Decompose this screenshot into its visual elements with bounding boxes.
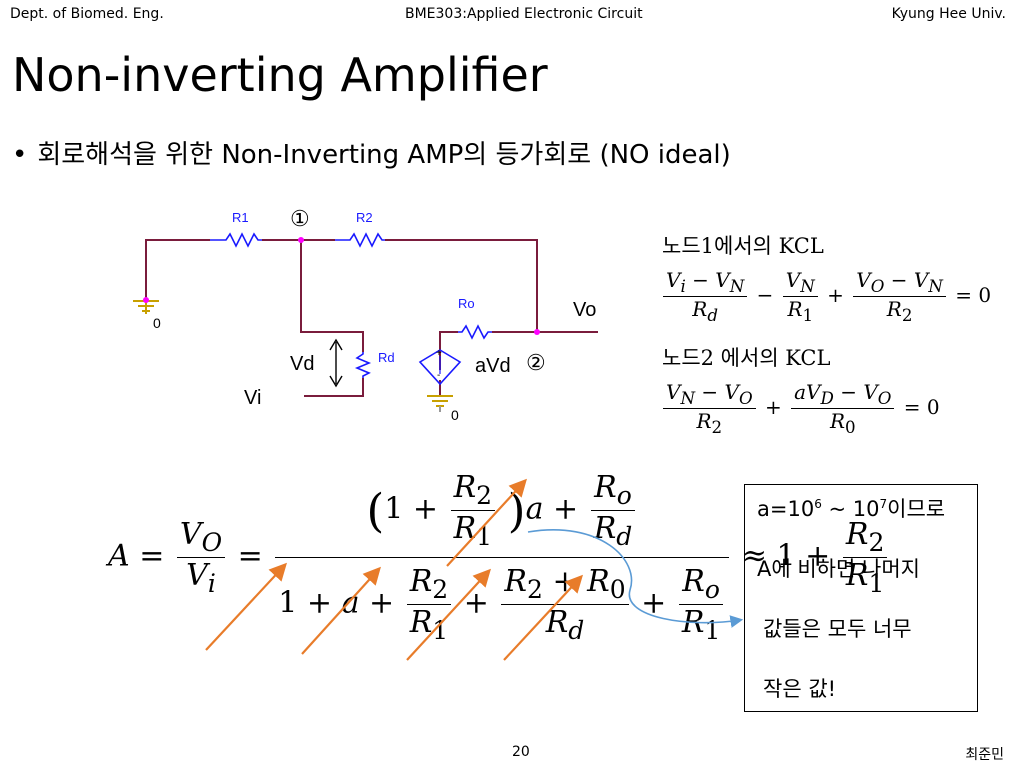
bullet-text: 회로해석을 위한 Non-Inverting AMP의 등가회로 (NO ide… <box>37 140 731 170</box>
circuit-wires <box>145 239 598 397</box>
source-plus: + <box>436 348 442 359</box>
resistor-r2 <box>335 232 385 248</box>
note-line-1: a=106 ~ 107이므로 <box>757 497 946 521</box>
node1-dot <box>298 237 304 243</box>
label-rd: Rd <box>378 350 395 365</box>
note-line-4: 작은 값! <box>763 677 837 701</box>
bullet-item: • 회로해석을 위한 Non-Inverting AMP의 등가회로 (NO id… <box>12 134 731 171</box>
label-ground-left: 0 <box>153 315 161 331</box>
page-number: 20 <box>512 744 530 760</box>
label-vd: Vd <box>290 353 314 375</box>
dependent-source <box>418 349 462 386</box>
kcl1-zero: = 0 <box>955 283 992 307</box>
kcl1-label: 노드1에서의 KCL <box>662 234 824 258</box>
label-ro: Ro <box>458 296 475 311</box>
header-dept: Dept. of Biomed. Eng. <box>10 6 164 22</box>
author-name: 최준민 <box>965 747 1004 763</box>
label-vi: Vi <box>244 387 261 409</box>
slide-title: Non-inverting Amplifier <box>12 48 548 102</box>
label-vo: Vo <box>573 299 596 321</box>
resistor-r1 <box>210 232 262 248</box>
label-ground-source: 0 <box>451 407 459 423</box>
resistor-rd <box>354 352 372 378</box>
header-course: BME303:Applied Electronic Circuit <box>405 6 643 22</box>
ground-left <box>133 300 159 314</box>
label-node1: ① <box>290 206 310 231</box>
bullet-dot: • <box>12 140 28 170</box>
note-box: a=106 ~ 107이므로 A에 비하면 나머지 값들은 모두 너무 작은 값… <box>744 484 978 712</box>
label-r2: R2 <box>356 210 373 225</box>
note-line-2: A에 비하면 나머지 <box>757 557 920 581</box>
label-avd: aVd <box>475 355 511 377</box>
label-r1: R1 <box>232 210 249 225</box>
source-minus: - <box>437 370 440 381</box>
ground-left-dot <box>143 297 149 303</box>
header-university: Kyung Hee Univ. <box>891 6 1006 22</box>
note-line-3: 값들은 모두 너무 <box>763 617 912 641</box>
kcl2-zero: = 0 <box>903 395 940 419</box>
vd-arrow <box>329 338 343 388</box>
resistor-ro <box>458 324 492 340</box>
node2-dot <box>534 329 540 335</box>
ground-source <box>427 395 453 412</box>
label-node2: ② <box>526 350 546 375</box>
kcl2-label: 노드2 에서의 KCL <box>662 346 831 370</box>
